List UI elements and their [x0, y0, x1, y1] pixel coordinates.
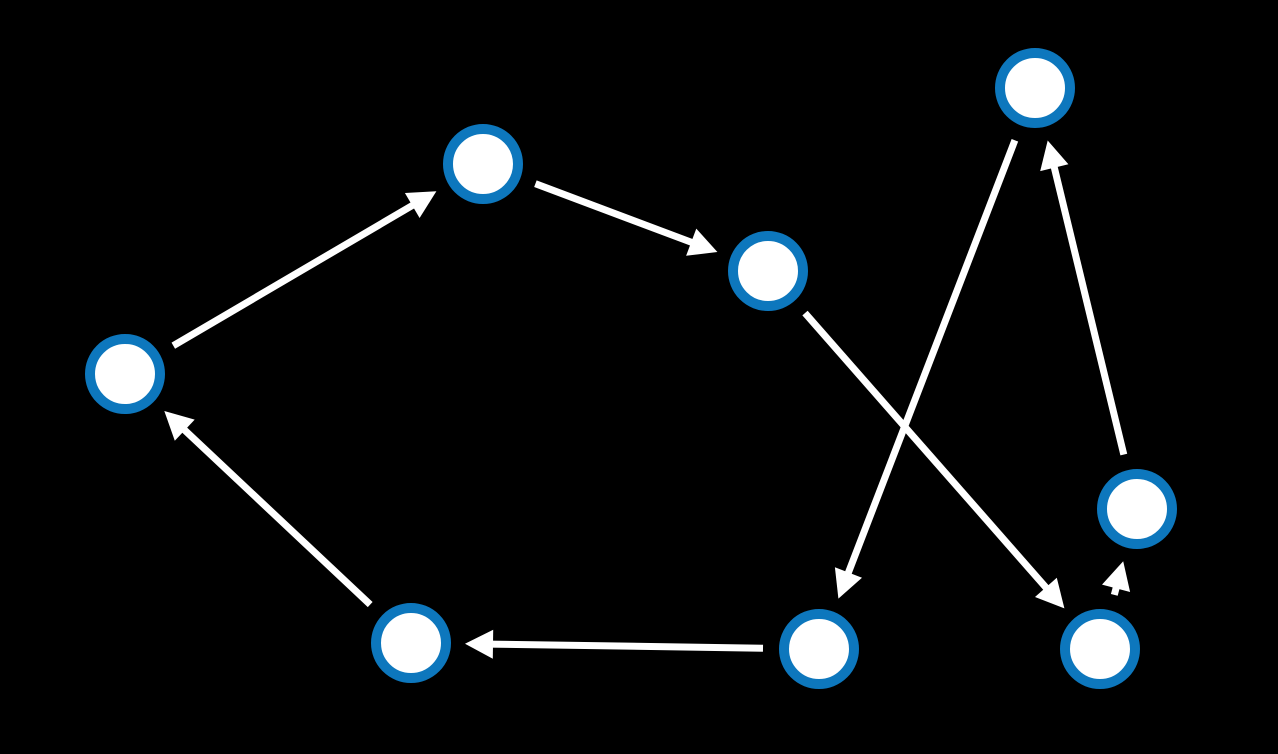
graph-edge-top-right-to-bottom-middle — [843, 139, 1019, 578]
graph-edge-middle-to-bottom-right — [802, 310, 1052, 593]
graph-edge-bottom-middle-to-bottom-left — [488, 640, 764, 652]
graph-node-middle — [728, 231, 808, 311]
arrowhead-icon-middle-to-bottom-right — [1035, 577, 1065, 609]
graph-edge-left-to-top — [171, 200, 418, 349]
graph-node-top-right — [995, 48, 1075, 128]
arrowhead-icon-top-to-middle — [686, 228, 718, 256]
arrowhead-icon-bottom-right-to-right — [1102, 561, 1131, 592]
arrowhead-icon-right-to-top-right — [1040, 140, 1069, 172]
graph-node-bottom-middle — [779, 609, 859, 689]
graph-node-right — [1097, 469, 1177, 549]
graph-node-left — [85, 334, 165, 414]
graph-edge-top-to-middle — [534, 180, 697, 247]
graph-node-bottom-right — [1060, 609, 1140, 689]
graph-edge-right-to-top-right — [1049, 162, 1128, 456]
graph-node-bottom-left — [371, 603, 451, 683]
graph-node-top — [443, 124, 523, 204]
arrowhead-icon-left-to-top — [404, 191, 437, 218]
arrowhead-icon-top-right-to-bottom-middle — [834, 567, 862, 599]
arrowhead-icon-bottom-left-to-left — [164, 411, 195, 441]
arrowhead-icon-bottom-middle-to-bottom-left — [465, 629, 494, 659]
graph-edge-bottom-left-to-left — [179, 424, 373, 608]
